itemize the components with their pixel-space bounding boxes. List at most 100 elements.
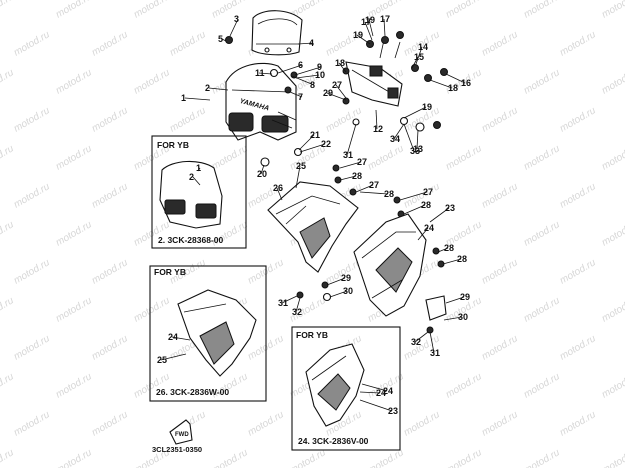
- watermark-text: motod.ru: [54, 371, 94, 400]
- callout-number: 19: [353, 30, 363, 40]
- watermark-text: motod.ru: [522, 67, 562, 96]
- watermark-text: motod.ru: [12, 409, 52, 438]
- watermark-text: motod.ru: [480, 333, 520, 362]
- watermark-text: motod.ru: [210, 0, 250, 21]
- callout-number: 28: [444, 243, 454, 253]
- watermark-text: motod.ru: [480, 409, 520, 438]
- leader-line: [192, 176, 201, 186]
- small-bracket-right: [425, 295, 447, 321]
- leader-line: [443, 316, 463, 321]
- watermark-text: motod.ru: [132, 67, 172, 96]
- callout-number: 2: [205, 83, 210, 93]
- watermark-text: motod.ru: [600, 0, 625, 21]
- watermark-text: motod.ru: [600, 295, 625, 324]
- watermark-text: motod.ru: [54, 67, 94, 96]
- leader-line: [298, 134, 315, 151]
- callout-number: 24: [383, 386, 393, 396]
- leader-line: [295, 74, 320, 79]
- callout-number: 27: [357, 157, 367, 167]
- callout-number: 18: [448, 83, 458, 93]
- callout-number: 5: [218, 34, 223, 44]
- leader-line: [415, 46, 423, 65]
- watermark-text: motod.ru: [444, 447, 484, 468]
- watermark-text: motod.ru: [480, 257, 520, 286]
- callout-number: 24: [168, 332, 178, 342]
- watermark-text: motod.ru: [54, 219, 94, 248]
- watermark-text: motod.ru: [210, 447, 250, 468]
- callout-number: 34: [390, 134, 400, 144]
- callout-number: 16: [461, 78, 471, 88]
- leader-line: [359, 191, 389, 195]
- callout-numbers: 1212345678910111213141516171819192021222…: [157, 14, 471, 416]
- callout-number: 10: [315, 70, 325, 80]
- leader-line: [338, 62, 347, 73]
- leader-line: [291, 75, 315, 86]
- watermark-text: motod.ru: [90, 29, 130, 58]
- callout-number: 4: [309, 38, 314, 48]
- callout-number: 11: [255, 68, 265, 78]
- watermark-text: motod.ru: [54, 0, 94, 21]
- callout-number: 28: [457, 254, 467, 264]
- watermark-text: motod.ru: [444, 0, 484, 21]
- cowling-stay-bracket: [345, 39, 403, 107]
- watermark-text: motod.ru: [0, 371, 16, 400]
- leader-line: [429, 331, 435, 354]
- watermark-text: motod.ru: [558, 257, 598, 286]
- callout-number: 17: [380, 14, 390, 24]
- callout-number: 1: [181, 93, 186, 103]
- callout-number: 28: [384, 189, 394, 199]
- leader-line: [437, 247, 449, 253]
- watermark-text: motod.ru: [558, 181, 598, 210]
- leader-line: [339, 175, 357, 181]
- watermark-text: motod.ru: [558, 105, 598, 134]
- callout-number: 21: [310, 130, 320, 140]
- leader-line: [442, 258, 462, 265]
- watermark-text: motod.ru: [12, 257, 52, 286]
- callout-number: 29: [341, 273, 351, 283]
- callout-number: 13: [413, 144, 423, 154]
- watermark-text: motod.ru: [54, 295, 94, 324]
- leader-line: [221, 38, 227, 42]
- inset-yb-1: FOR YB 2. 3CK-28368-00: [151, 135, 247, 249]
- fwd-label: FWD: [175, 432, 189, 438]
- callout-number: 25: [157, 355, 167, 365]
- inset-yb-1-title: FOR YB: [157, 140, 189, 150]
- watermark-text: motod.ru: [522, 219, 562, 248]
- callout-number: 24: [424, 223, 434, 233]
- watermark-text: motod.ru: [480, 29, 520, 58]
- watermark-text: motod.ru: [0, 295, 16, 324]
- callout-number: 17: [361, 17, 371, 27]
- watermark-text: motod.ru: [558, 29, 598, 58]
- leader-line: [184, 97, 211, 101]
- watermark-text: motod.ru: [522, 143, 562, 172]
- inset-yb-3: FOR YB 24. 3CK-2836V-00: [291, 326, 401, 451]
- watermark-text: motod.ru: [522, 0, 562, 21]
- callout-number: 28: [352, 171, 362, 181]
- leader-line: [281, 295, 298, 304]
- leader-line: [445, 73, 466, 84]
- right-side-panel-part: [353, 213, 427, 317]
- forward-arrow-icon: FWD: [169, 419, 193, 445]
- leader-line: [329, 290, 348, 298]
- callout-number: 26: [273, 183, 283, 193]
- leader-line: [364, 21, 373, 41]
- inset-yb-3-caption: 24. 3CK-2836V-00: [298, 436, 369, 446]
- watermark-text: motod.ru: [12, 333, 52, 362]
- callout-number: 6: [298, 60, 303, 70]
- leader-line: [429, 79, 453, 89]
- watermark-text: motod.ru: [522, 295, 562, 324]
- watermark-text: motod.ru: [0, 0, 16, 21]
- callout-number: 7: [298, 92, 303, 102]
- watermark-text: motod.ru: [480, 105, 520, 134]
- upper-cowling-part: YAMAHA: [225, 62, 297, 141]
- callout-number: 24: [376, 388, 386, 398]
- callout-number: 8: [310, 80, 315, 90]
- watermark-text: motod.ru: [444, 371, 484, 400]
- inset-yb-1-caption: 2. 3CK-28368-00: [158, 235, 223, 245]
- callout-number: 27: [369, 180, 379, 190]
- leader-line: [355, 184, 374, 193]
- leader-line: [417, 227, 429, 241]
- watermark-text: motod.ru: [90, 181, 130, 210]
- leader-line: [375, 109, 378, 130]
